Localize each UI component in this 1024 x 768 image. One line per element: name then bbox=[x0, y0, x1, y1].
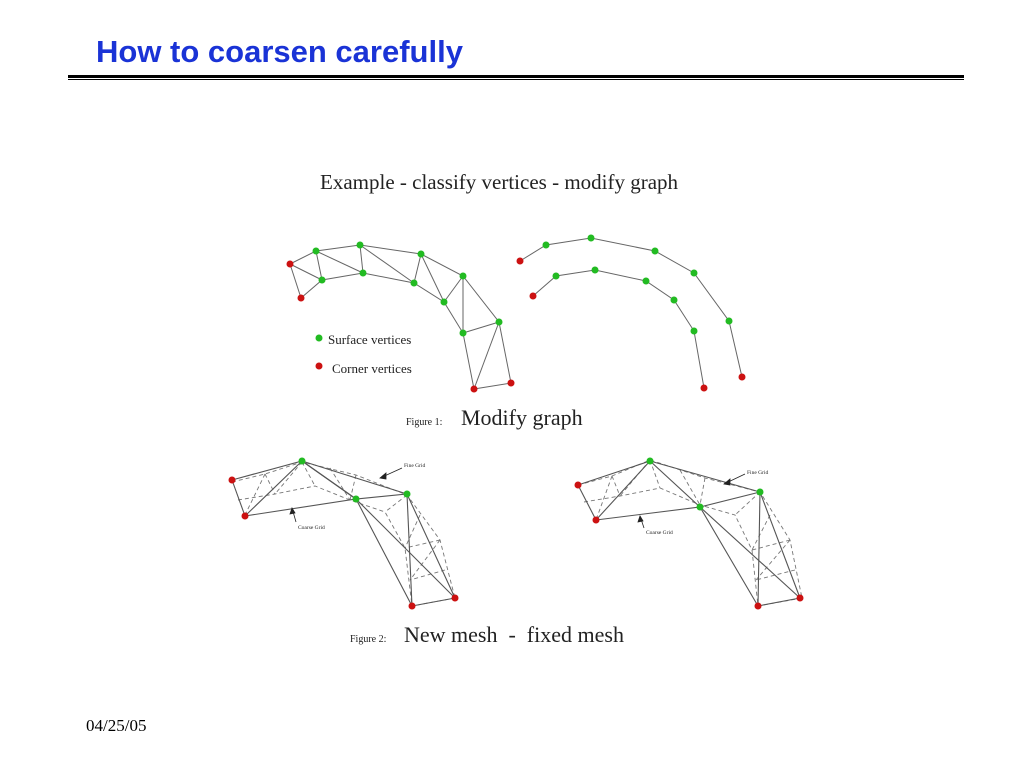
corner-vertex bbox=[592, 516, 600, 524]
surface-vertex bbox=[725, 317, 733, 325]
title-rule bbox=[68, 75, 964, 78]
surface-vertex bbox=[651, 247, 659, 255]
surface-vertex bbox=[587, 234, 595, 242]
surface-vertex bbox=[542, 241, 550, 249]
coarse-grid-label-1: Coarse Grid bbox=[298, 525, 325, 531]
surface-vertex bbox=[312, 247, 320, 255]
fine-grid-label-2: Fine Grid bbox=[747, 470, 768, 476]
corner-vertex bbox=[754, 602, 762, 610]
slide-title: How to coarsen carefully bbox=[96, 34, 463, 69]
corner-vertex bbox=[286, 260, 294, 268]
corner-vertex bbox=[408, 602, 416, 610]
surface-vertex bbox=[459, 272, 467, 280]
surface-vertex bbox=[495, 318, 503, 326]
surface-vertex bbox=[318, 276, 326, 284]
legend-corner-marker bbox=[315, 362, 323, 370]
figure-heading: Example - classify vertices - modify gra… bbox=[320, 170, 679, 194]
surface-vertex bbox=[359, 269, 367, 277]
title-rule-thin bbox=[68, 79, 964, 80]
fig1-caption: Modify graph bbox=[461, 405, 583, 430]
corner-vertex bbox=[228, 476, 236, 484]
corner-vertex bbox=[574, 481, 582, 489]
slide-date: 04/25/05 bbox=[86, 716, 147, 735]
legend-surface-label: Surface vertices bbox=[328, 332, 411, 347]
coarse-grid-label-2: Coarse Grid bbox=[646, 530, 673, 536]
surface-vertex bbox=[642, 277, 650, 285]
mesh-fixed-fine bbox=[577, 459, 803, 607]
surface-vertex bbox=[552, 272, 560, 280]
mesh-new-vertices bbox=[228, 457, 459, 610]
surface-vertex bbox=[591, 266, 599, 274]
surface-vertex bbox=[410, 279, 418, 287]
surface-vertex bbox=[417, 250, 425, 258]
surface-vertex bbox=[690, 327, 698, 335]
surface-vertex bbox=[696, 503, 704, 511]
corner-vertex bbox=[297, 294, 305, 302]
surface-vertex bbox=[670, 296, 678, 304]
corner-vertex bbox=[529, 292, 537, 300]
fig2-caption: New mesh - fixed mesh bbox=[404, 622, 624, 647]
surface-vertex bbox=[646, 457, 654, 465]
graph-modified bbox=[519, 237, 743, 389]
mesh-fixed-coarse bbox=[577, 460, 801, 607]
mesh-fixed-annotations bbox=[637, 473, 746, 529]
mesh-new-annotations bbox=[289, 467, 403, 523]
mesh-new-fine bbox=[231, 461, 456, 607]
corner-vertex bbox=[738, 373, 746, 381]
surface-vertex bbox=[440, 298, 448, 306]
fig2-prefix: Figure 2: bbox=[350, 634, 386, 645]
graph-classified-vertices bbox=[286, 241, 515, 393]
corner-vertex bbox=[507, 379, 515, 387]
graph-modified-vertices bbox=[516, 234, 746, 392]
surface-vertex bbox=[298, 457, 306, 465]
corner-vertex bbox=[796, 594, 804, 602]
fine-grid-label-1: Fine Grid bbox=[404, 463, 425, 469]
surface-vertex bbox=[690, 269, 698, 277]
surface-vertex bbox=[459, 329, 467, 337]
corner-vertex bbox=[241, 512, 249, 520]
corner-vertex bbox=[700, 384, 708, 392]
legend-corner-label: Corner vertices bbox=[332, 361, 412, 376]
surface-vertex bbox=[352, 495, 360, 503]
surface-vertex bbox=[356, 241, 364, 249]
legend-surface-marker bbox=[315, 334, 323, 342]
surface-vertex bbox=[756, 488, 764, 496]
fig1-prefix: Figure 1: bbox=[406, 417, 442, 428]
legend: Surface vertices Corner vertices bbox=[315, 332, 412, 376]
mesh-new-coarse bbox=[231, 460, 456, 607]
corner-vertex bbox=[470, 385, 478, 393]
mesh-fixed-vertices bbox=[574, 457, 804, 610]
corner-vertex bbox=[516, 257, 524, 265]
corner-vertex bbox=[451, 594, 459, 602]
surface-vertex bbox=[403, 490, 411, 498]
